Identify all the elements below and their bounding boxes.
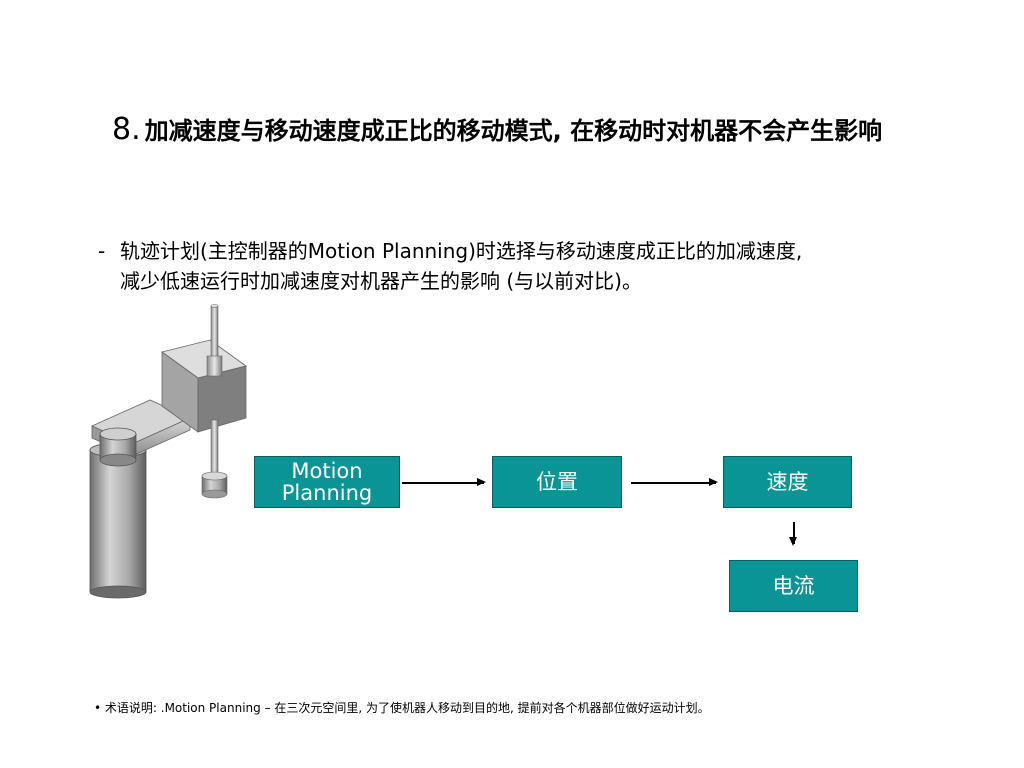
title-number: 8.	[112, 112, 141, 147]
robot-head-housing	[161, 339, 247, 433]
robot-base	[89, 442, 147, 599]
terminology-footnote: • 术语说明: .Motion Planning – 在三次元空间里, 为了使机…	[94, 701, 710, 715]
title-text: 加减速度与移动速度成正比的移动模式, 在移动时对机器不会产生影响	[144, 117, 883, 145]
robot-illustration	[89, 304, 247, 599]
motion-planning-box: Motion Planning	[254, 456, 400, 508]
slide-title: 8.加减速度与移动速度成正比的移动模式, 在移动时对机器不会产生影响	[112, 112, 952, 149]
bullet-text: -轨迹计划(主控制器的Motion Planning)时选择与移动速度成正比的加…	[98, 236, 988, 296]
arrow-speed-to-current	[790, 522, 796, 546]
bullet-line-2: 减少低速运行时加减速度对机器产生的影响 (与以前对比)。	[120, 269, 642, 293]
robot-spindle	[201, 304, 228, 499]
arrow-motion-to-position	[402, 479, 486, 485]
speed-box: 速度	[723, 456, 852, 508]
current-box: 电流	[729, 560, 858, 612]
robot-shoulder-joint	[99, 427, 137, 467]
arrow-position-to-speed	[631, 479, 718, 485]
position-box: 位置	[492, 456, 622, 508]
bullet-dash: -	[98, 239, 106, 263]
bullet-line-1: 轨迹计划(主控制器的Motion Planning)时选择与移动速度成正比的加减…	[120, 239, 803, 263]
